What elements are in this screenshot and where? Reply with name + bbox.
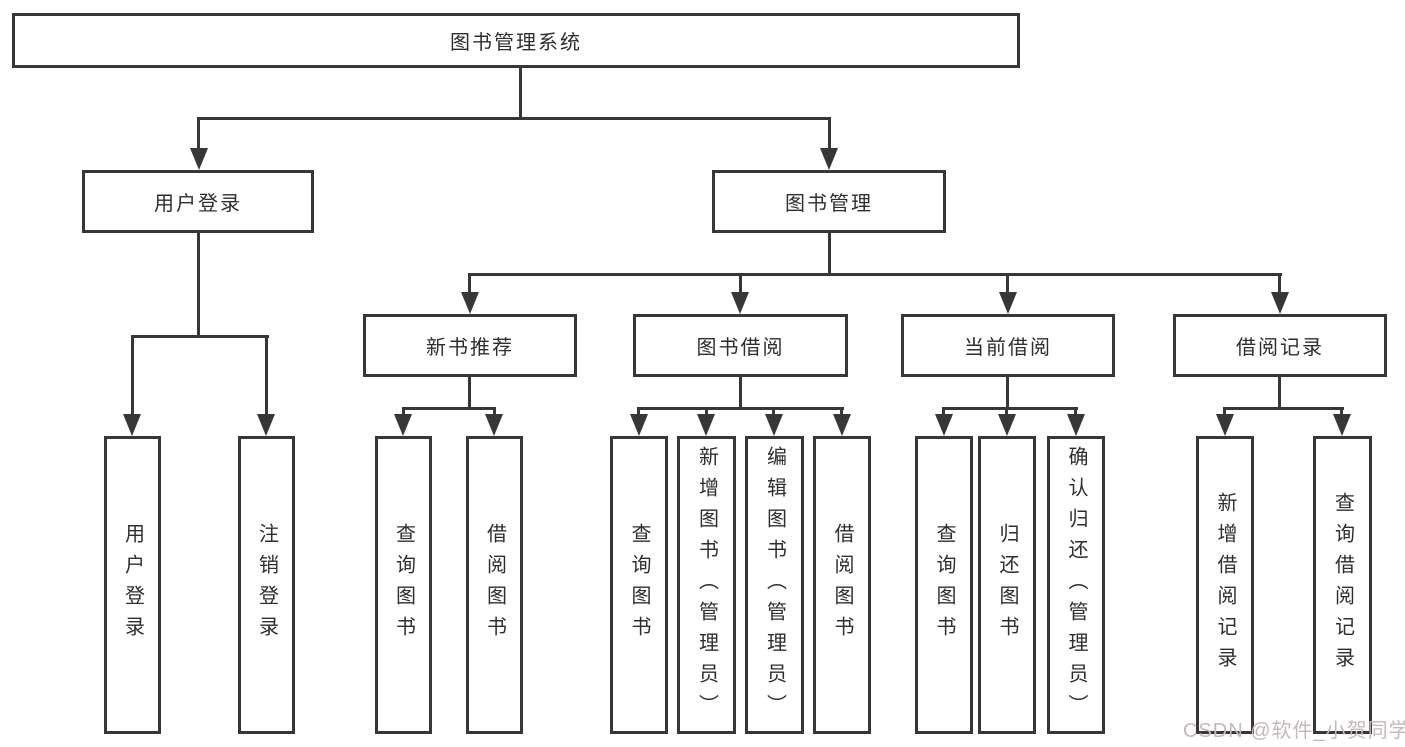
connector-line bbox=[1074, 407, 1077, 417]
arrow-down-icon bbox=[697, 414, 715, 436]
connector-line bbox=[637, 407, 844, 410]
arrow-down-icon bbox=[1067, 414, 1085, 436]
arrow-down-icon bbox=[935, 414, 953, 436]
connector-line bbox=[840, 407, 843, 417]
connector-line bbox=[197, 117, 831, 120]
arrow-down-icon bbox=[998, 414, 1016, 436]
arrow-down-icon bbox=[1271, 292, 1289, 314]
connector-line bbox=[519, 68, 522, 119]
arrow-down-icon bbox=[999, 292, 1017, 314]
connector-line bbox=[1340, 407, 1343, 417]
connector-line bbox=[1278, 273, 1281, 294]
csdn-watermark: CSDN @软件_小贺同学 bbox=[1183, 720, 1405, 742]
arrow-down-icon bbox=[485, 414, 503, 436]
node-label: 借阅图书 bbox=[831, 523, 853, 647]
connector-line bbox=[1005, 407, 1008, 417]
node-leaf-query-books-recommend: 查询图书 bbox=[375, 436, 432, 734]
connector-line bbox=[637, 407, 640, 417]
arrow-down-icon bbox=[833, 414, 851, 436]
node-label: 编辑图书（管理员） bbox=[763, 445, 786, 725]
node-new-book-recommend: 新书推荐 bbox=[363, 314, 577, 377]
node-book-management: 图书管理 bbox=[712, 170, 946, 233]
connector-line bbox=[468, 273, 471, 294]
node-leaf-edit-books-admin: 编辑图书（管理员） bbox=[745, 436, 804, 734]
connector-line bbox=[772, 407, 775, 417]
node-label: 图书借阅 bbox=[696, 337, 785, 359]
arrow-down-icon bbox=[630, 414, 648, 436]
node-label: 借阅图书 bbox=[483, 523, 506, 647]
connector-line bbox=[1006, 273, 1009, 294]
node-book-borrowing: 图书借阅 bbox=[633, 314, 848, 377]
connector-line bbox=[942, 407, 1078, 410]
connector-line bbox=[197, 117, 200, 150]
node-label: 查询图书 bbox=[392, 523, 415, 647]
arrow-down-icon bbox=[257, 414, 275, 436]
connector-line bbox=[828, 233, 831, 275]
connector-line bbox=[1223, 407, 1344, 410]
arrow-down-icon bbox=[765, 414, 783, 436]
node-leaf-add-books-admin: 新增图书（管理员） bbox=[677, 436, 736, 734]
connector-line bbox=[739, 377, 742, 409]
node-leaf-confirm-return-admin: 确认归还（管理员） bbox=[1047, 436, 1105, 734]
node-leaf-query-books-current: 查询图书 bbox=[915, 436, 973, 734]
arrow-down-icon bbox=[1216, 414, 1234, 436]
node-user-login: 用户登录 bbox=[82, 170, 314, 233]
node-leaf-borrow-books-recommend: 借阅图书 bbox=[466, 436, 523, 734]
node-label: 查询图书 bbox=[628, 523, 650, 647]
node-label: 归还图书 bbox=[996, 523, 1018, 647]
node-leaf-query-borrow-record: 查询借阅记录 bbox=[1313, 436, 1372, 734]
node-leaf-return-books: 归还图书 bbox=[978, 436, 1036, 734]
connector-line bbox=[1278, 377, 1281, 409]
node-borrow-records: 借阅记录 bbox=[1173, 314, 1387, 377]
node-label: 新增图书（管理员） bbox=[695, 445, 718, 725]
connector-line bbox=[468, 273, 1282, 276]
arrow-down-icon bbox=[190, 148, 208, 170]
node-label: 注销登录 bbox=[255, 523, 278, 647]
connector-line bbox=[131, 335, 269, 338]
node-label: 新增借阅记录 bbox=[1214, 492, 1236, 678]
arrow-down-icon bbox=[461, 292, 479, 314]
connector-line bbox=[1223, 407, 1226, 417]
node-label: 当前借阅 bbox=[964, 337, 1052, 359]
connector-line bbox=[402, 407, 405, 417]
connector-line bbox=[942, 407, 945, 417]
node-leaf-add-borrow-record: 新增借阅记录 bbox=[1196, 436, 1254, 734]
node-label: 图书管理系统 bbox=[450, 32, 582, 54]
connector-line bbox=[402, 407, 496, 410]
connector-line bbox=[705, 407, 708, 417]
arrow-down-icon bbox=[1333, 414, 1351, 436]
connector-line bbox=[265, 335, 268, 416]
node-leaf-borrow-books: 借阅图书 bbox=[813, 436, 871, 734]
connector-line bbox=[828, 117, 831, 150]
node-leaf-user-login: 用户登录 bbox=[104, 436, 161, 734]
arrow-down-icon bbox=[731, 292, 749, 314]
connector-line bbox=[493, 407, 496, 417]
arrow-down-icon bbox=[820, 148, 838, 170]
node-label: 查询借阅记录 bbox=[1331, 492, 1354, 678]
connector-line bbox=[739, 273, 742, 294]
node-label: 用户登录 bbox=[121, 523, 144, 647]
arrow-down-icon bbox=[123, 414, 141, 436]
connector-line bbox=[197, 233, 200, 337]
node-label: 查询图书 bbox=[933, 523, 955, 647]
connector-line bbox=[131, 335, 134, 416]
node-library-system: 图书管理系统 bbox=[12, 13, 1020, 68]
node-label: 确认归还（管理员） bbox=[1065, 445, 1087, 725]
connector-line bbox=[468, 377, 471, 409]
connector-line bbox=[1006, 377, 1009, 409]
node-leaf-query-books-borrow: 查询图书 bbox=[610, 436, 668, 734]
node-label: 借阅记录 bbox=[1236, 337, 1324, 359]
node-label: 用户登录 bbox=[154, 193, 242, 215]
node-leaf-logout: 注销登录 bbox=[238, 436, 295, 734]
arrow-down-icon bbox=[394, 414, 412, 436]
node-label: 图书管理 bbox=[785, 193, 873, 215]
node-label: 新书推荐 bbox=[426, 337, 514, 359]
node-current-borrowing: 当前借阅 bbox=[901, 314, 1115, 377]
